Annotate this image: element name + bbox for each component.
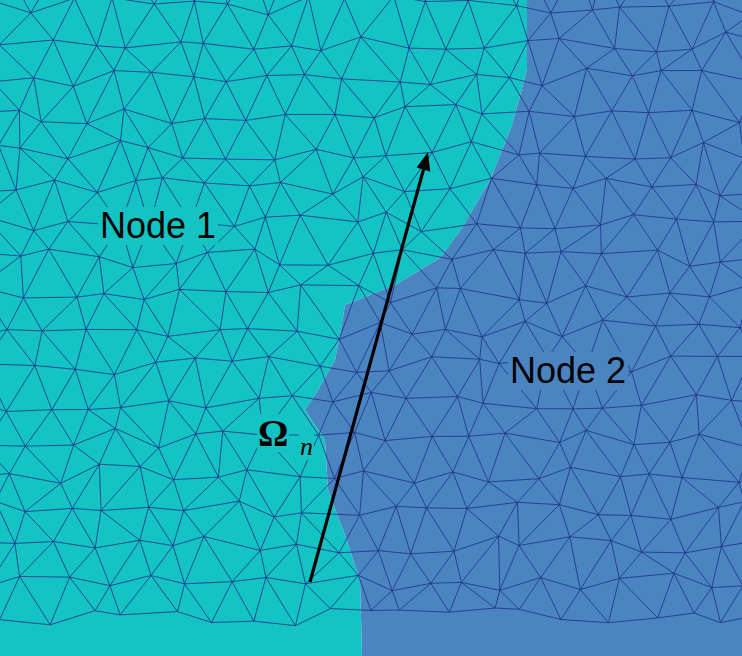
node-label: Node 2 — [508, 352, 628, 390]
region-fill — [305, 0, 742, 656]
mesh-edges — [0, 0, 742, 626]
arrow-shaft — [310, 170, 424, 583]
arrow-head — [417, 152, 431, 171]
node-label: Node 1 — [98, 207, 218, 245]
subscript-letter: n — [299, 434, 314, 460]
omega-symbol: Ω — [257, 414, 289, 452]
